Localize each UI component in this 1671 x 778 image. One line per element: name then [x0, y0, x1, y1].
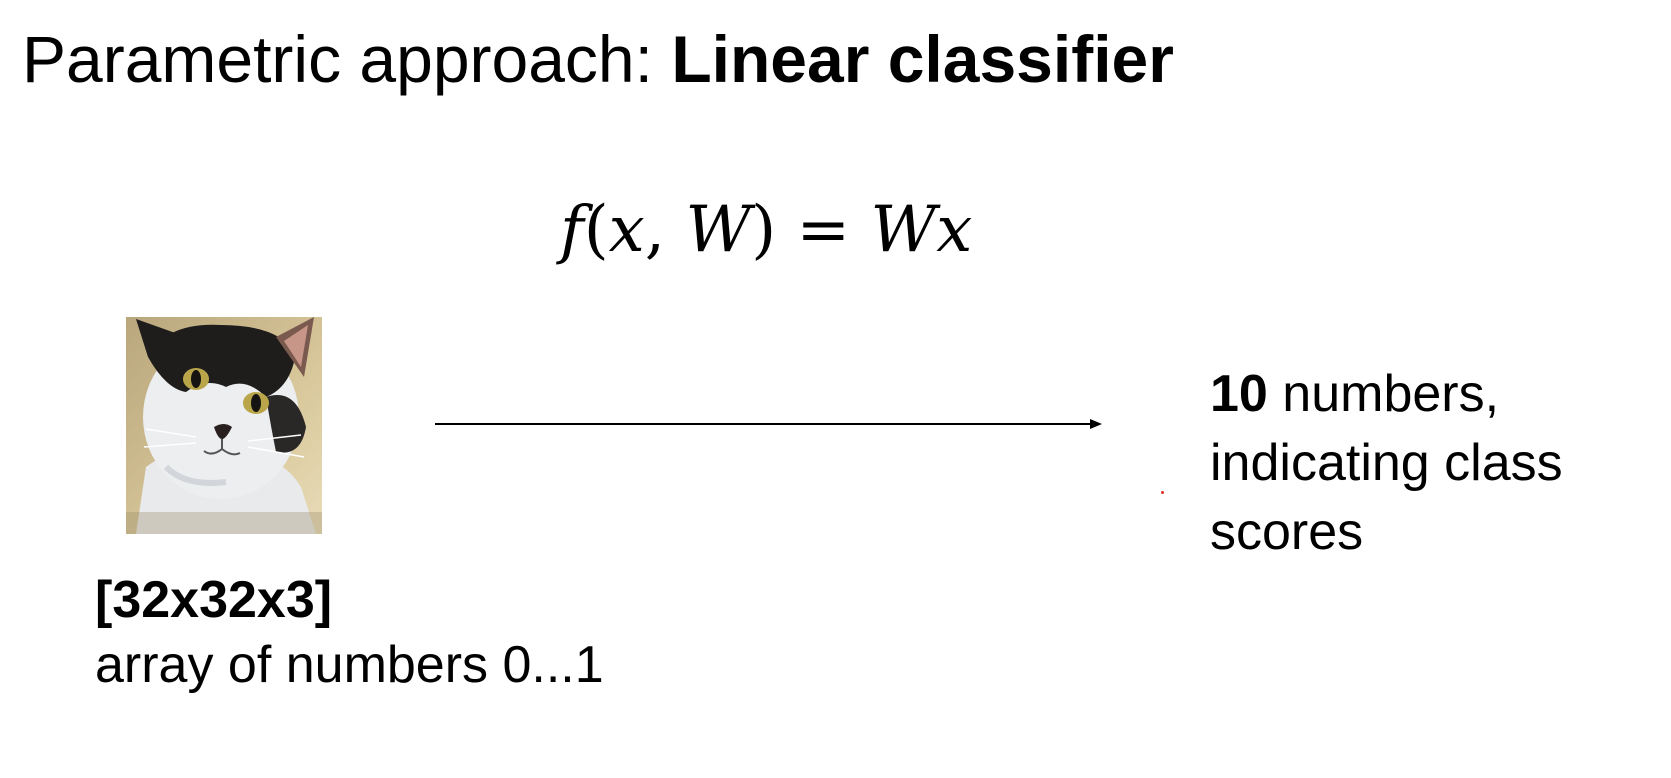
- input-description: [32x32x3] array of numbers 0...1: [95, 568, 604, 698]
- output-description: 10 numbers, indicating class scores: [1210, 360, 1563, 567]
- output-line1-rest: numbers,: [1267, 365, 1500, 423]
- input-dims: [32x32x3]: [95, 571, 333, 629]
- output-line1: 10 numbers,: [1210, 360, 1563, 429]
- title-prefix: Parametric approach:: [22, 22, 672, 96]
- input-desc-text: array of numbers 0...1: [95, 636, 604, 694]
- formula-comma: ,: [644, 193, 686, 267]
- formula-W: W: [685, 193, 752, 267]
- slide-title: Parametric approach: Linear classifier: [22, 22, 1174, 98]
- formula-rhs-W: W: [870, 193, 937, 267]
- right-arrow-icon: [435, 419, 1102, 429]
- formula-close-paren: ): [751, 193, 777, 267]
- output-count: 10: [1210, 365, 1268, 423]
- output-line2: indicating class: [1210, 434, 1563, 493]
- output-line3: scores: [1210, 503, 1364, 562]
- cat-image: [126, 317, 322, 534]
- formula-f: f: [560, 193, 584, 267]
- formula-rhs-x: x: [936, 193, 973, 267]
- title-bold: Linear classifier: [671, 22, 1174, 96]
- stray-dot: [1161, 491, 1164, 494]
- linear-classifier-formula: f(x, W) = Wx: [560, 192, 972, 269]
- formula-equals: =: [776, 193, 871, 267]
- formula-open-paren: (: [583, 193, 609, 267]
- formula-x: x: [608, 193, 645, 267]
- cat-photo-icon: [126, 317, 322, 534]
